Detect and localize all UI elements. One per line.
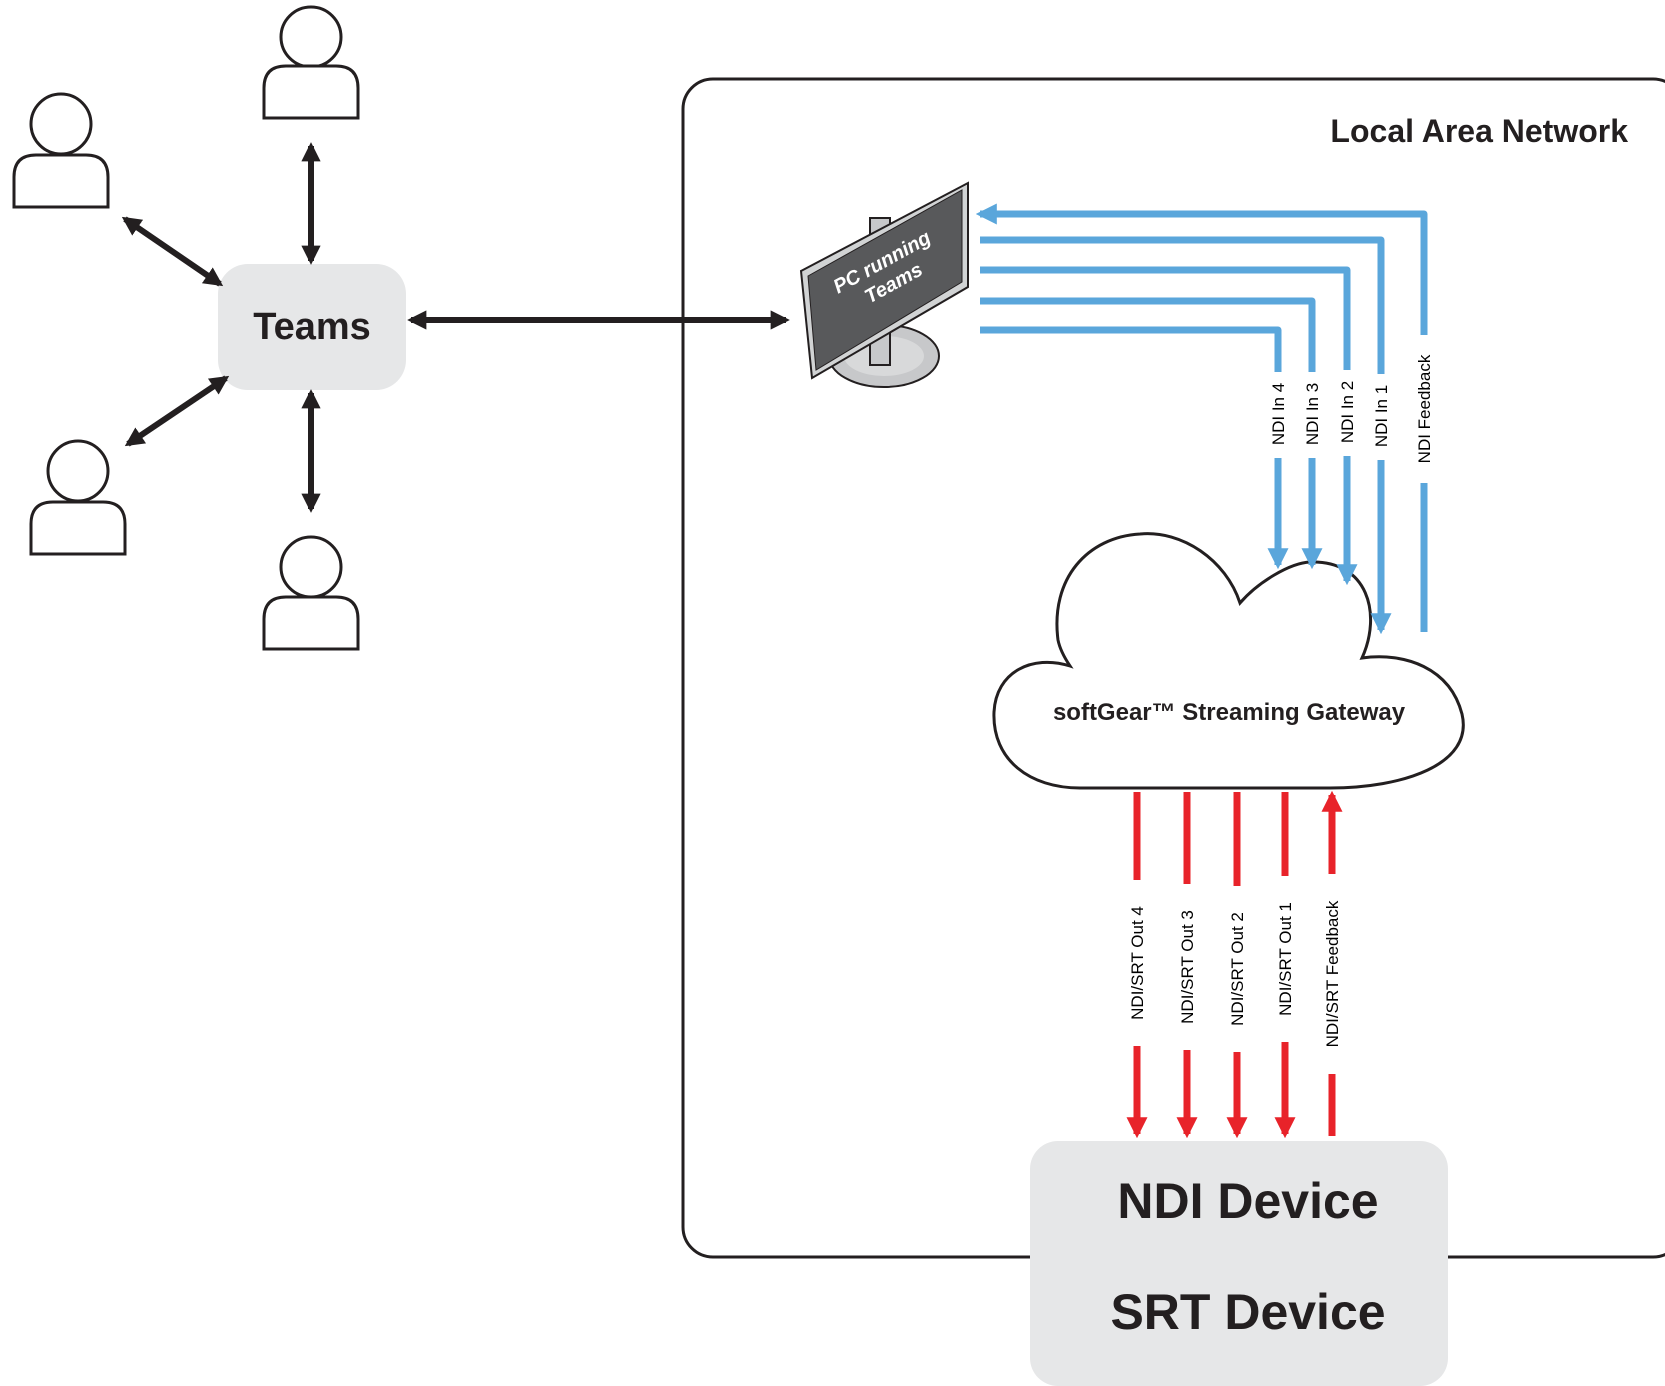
ndi-in-2-arrow [980, 266, 1358, 586]
user-icon [29, 439, 127, 556]
ndi-feedback-arrow [975, 203, 1428, 632]
ndi-in-4-arrow [980, 326, 1289, 570]
teams-hub-label: Teams [253, 306, 371, 348]
user-icon [12, 92, 110, 209]
user-icon [262, 535, 360, 651]
user-icon [262, 5, 360, 120]
srt-out-3-label: NDI/SRT Out 3 [1178, 910, 1197, 1024]
ndi-device-label: NDI Device [1117, 1173, 1378, 1229]
gateway-cloud [992, 532, 1465, 790]
device-box [1030, 1141, 1448, 1386]
user-left-top-link-arrow [121, 216, 224, 287]
pc-monitor-icon: PC running Teams [799, 181, 969, 388]
srt-device-label: SRT Device [1110, 1284, 1385, 1340]
ndi-in-1-arrow [980, 236, 1392, 635]
ndi-in-3-arrow [980, 297, 1323, 570]
ndi-in-1-label: NDI In 1 [1372, 385, 1391, 447]
ndi-in-2-label: NDI In 2 [1338, 381, 1357, 443]
srt-out-4-label: NDI/SRT Out 4 [1128, 906, 1147, 1020]
gateway-label: softGear™ Streaming Gateway [1053, 699, 1406, 726]
ndi-feedback-label: NDI Feedback [1415, 354, 1434, 463]
srt-feedback-label: NDI/SRT Feedback [1323, 900, 1342, 1047]
ndi-in-3-label: NDI In 3 [1303, 383, 1322, 445]
srt-out-1-label: NDI/SRT Out 1 [1276, 902, 1295, 1016]
teams-hub-box [218, 264, 406, 390]
lan-title: Local Area Network [1330, 113, 1628, 149]
ndi-in-4-label: NDI In 4 [1269, 383, 1288, 445]
user-left-bottom-link-arrow [124, 375, 230, 447]
srt-out-2-label: NDI/SRT Out 2 [1228, 912, 1247, 1026]
